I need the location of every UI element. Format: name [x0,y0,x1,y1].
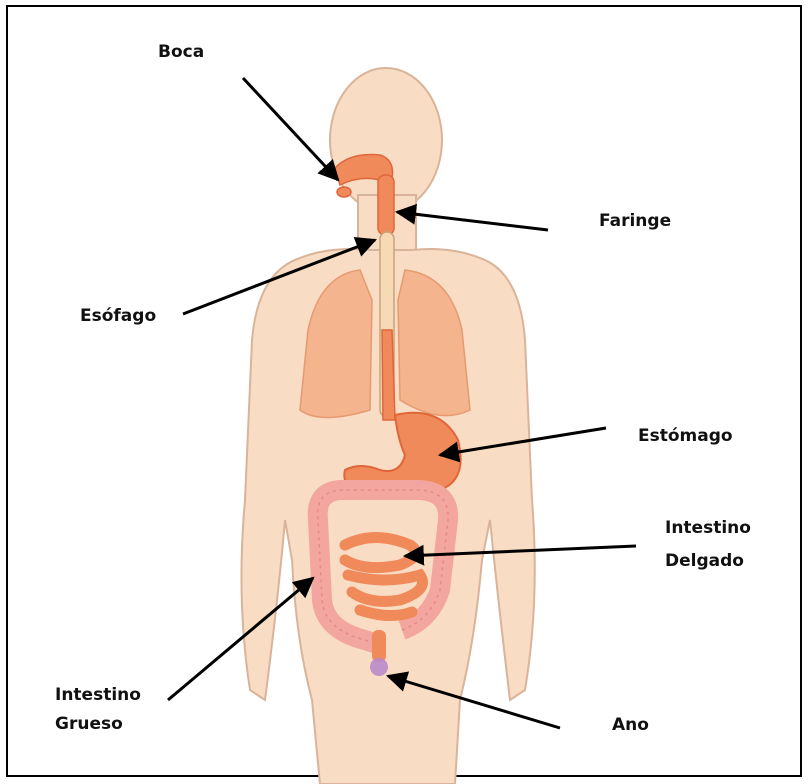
arrow-intestino-grueso [168,578,313,700]
lips [337,187,351,197]
label-intestino-delgado-2: Delgado [665,550,744,572]
label-boca: Boca [158,41,204,63]
label-esofago: Esófago [80,305,156,327]
arrow-faringe [397,212,548,230]
label-intestino-grueso-2: Grueso [55,713,123,735]
anus [370,658,388,676]
label-intestino-grueso-1: Intestino [55,684,141,706]
pharynx [378,175,394,235]
label-faringe: Faringe [599,210,671,232]
label-intestino-delgado-1: Intestino [665,517,751,539]
rectum [372,630,386,662]
label-estomago: Estómago [638,425,733,447]
esophagus-lower [382,330,395,420]
arrow-boca [243,78,338,180]
label-ano: Ano [612,714,649,736]
